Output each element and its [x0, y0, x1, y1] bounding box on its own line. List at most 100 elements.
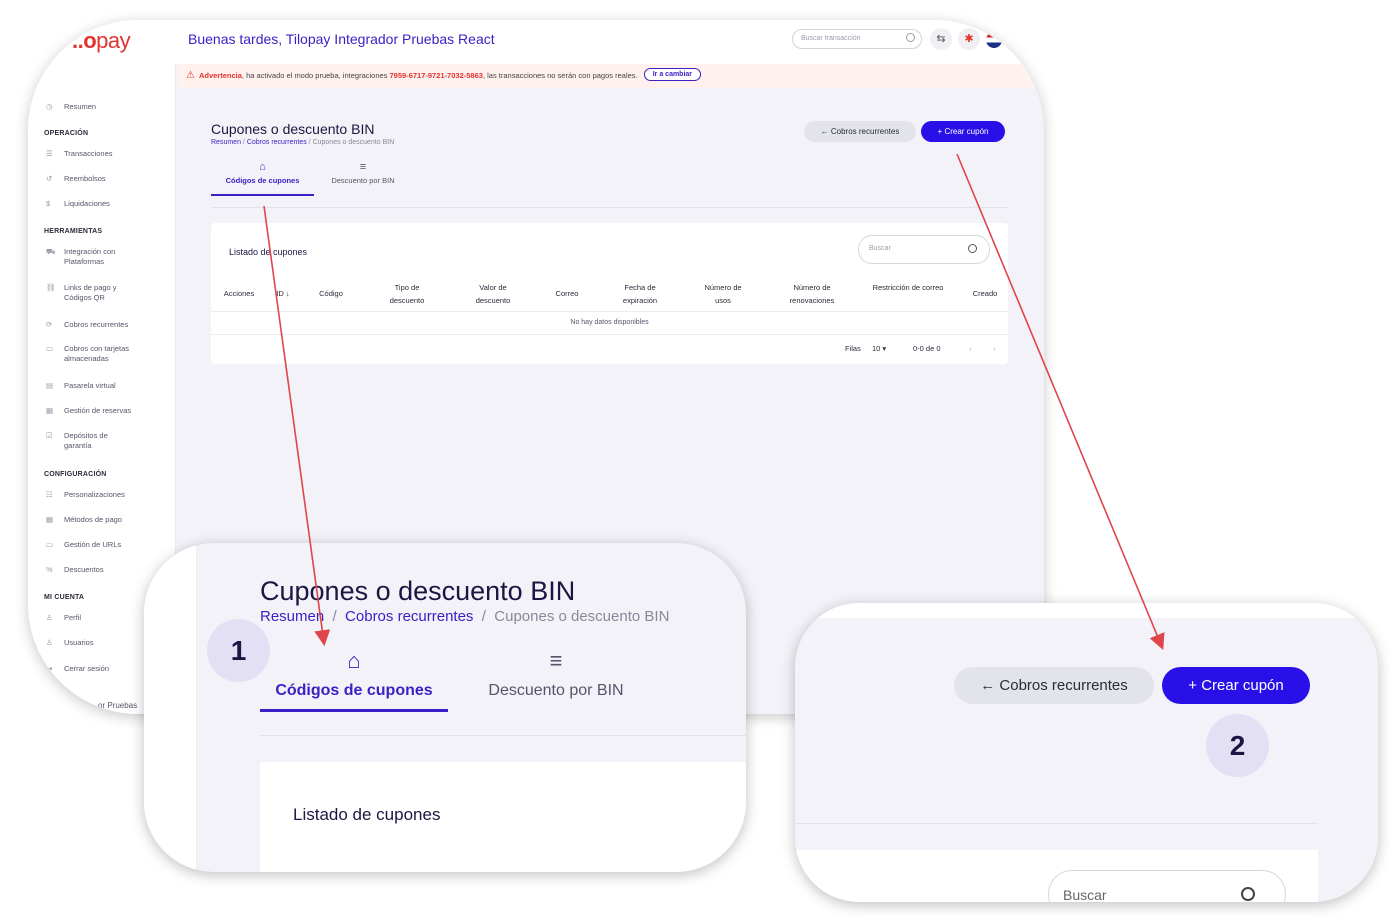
- zoom-page-title: Cupones o descuento BIN: [260, 576, 576, 606]
- col-valor: Valor de descuento: [475, 283, 511, 305]
- dollar-icon: $: [46, 199, 51, 208]
- users-icon: ♙: [46, 638, 53, 647]
- col-renovaciones: Número de renovaciones: [789, 283, 835, 305]
- coupon-search-input[interactable]: Buscar: [858, 235, 990, 264]
- tilopay-logo: ..opay: [72, 28, 131, 53]
- test-mode-warning: ⚠Advertencia, ha activado el modo prueba…: [178, 64, 1044, 88]
- zoom-search-input[interactable]: Buscar: [1048, 870, 1286, 902]
- sidebar-item-integracion[interactable]: ⛟Integración con Plataformas: [46, 247, 116, 266]
- card-icon: ▭: [46, 344, 54, 353]
- breadcrumb-current: Cupones o descuento BIN: [312, 139, 395, 146]
- zoom-breadcrumb: Resumen / Cobros recurrentes / Cupones o…: [260, 608, 670, 625]
- col-creado: Creado: [972, 289, 998, 298]
- col-codigo: Código: [319, 289, 343, 298]
- zoom-sidebar-strip: [144, 543, 197, 872]
- sidebar-item-reservas[interactable]: ▦Gestión de reservas: [46, 406, 132, 415]
- arrow-left-icon: ←: [980, 677, 1000, 694]
- sidebar-item-links[interactable]: ⛓Links de pago y Códigos QR: [46, 283, 117, 302]
- settings-icon[interactable]: ✱: [958, 28, 980, 50]
- step-badge-1: 1: [207, 619, 270, 682]
- sidebar-item-perfil[interactable]: ♙Perfil: [46, 613, 82, 622]
- zoom-callout-tabs: Cupones o descuento BIN Resumen / Cobros…: [144, 543, 746, 872]
- section-herramientas: HERRAMIENTAS: [44, 228, 103, 235]
- breadcrumb-resumen[interactable]: Resumen: [211, 139, 241, 146]
- sidebar-item-personalizaciones[interactable]: ☷Personalizaciones: [46, 490, 125, 499]
- sidebar-footer-text: or Pruebas: [98, 701, 138, 710]
- tab-bin-discount[interactable]: ≡Descuento por BIN: [318, 160, 408, 196]
- clock-icon: ◷: [46, 102, 53, 111]
- step-badge-2: 2: [1206, 714, 1269, 777]
- plus-icon: +: [1188, 677, 1202, 694]
- zoom-callout-buttons: ← Cobros recurrentes + Crear cupón Busca…: [795, 603, 1378, 902]
- repeat-icon: ⟳: [46, 320, 53, 329]
- check-square-icon: ☑: [46, 431, 53, 440]
- sidebar-item-reembolsos[interactable]: ↺Reembolsos: [46, 174, 106, 183]
- col-correo: Correo: [555, 289, 579, 298]
- rows-per-page-select[interactable]: 10 ▾: [872, 344, 887, 353]
- switch-icon[interactable]: ⇆: [930, 28, 952, 50]
- page-title: Cupones o descuento BIN: [211, 121, 375, 137]
- back-to-recurring-button[interactable]: ← Cobros recurrentes: [804, 121, 916, 142]
- refund-icon: ↺: [46, 174, 53, 183]
- sidebar-item-usuarios[interactable]: ♙Usuarios: [46, 638, 94, 647]
- sidebar-item-urls[interactable]: ▭Gestión de URLs: [46, 540, 122, 549]
- sidebar-item-tarjetas[interactable]: ▭Cobros con tarjetas almacenadas: [46, 344, 130, 363]
- list-icon: ☰: [46, 149, 53, 158]
- breadcrumb-cobros[interactable]: Cobros recurrentes: [246, 139, 307, 146]
- warning-icon: ⚠: [186, 70, 195, 81]
- breadcrumb: Resumen / Cobros recurrentes / Cupones o…: [211, 139, 395, 146]
- zoom-tab-coupon-codes[interactable]: ⌂Códigos de cupones: [260, 648, 448, 712]
- col-tipo: Tipo de descuento: [389, 283, 425, 305]
- percent-icon: %: [46, 565, 53, 574]
- col-id[interactable]: ID ↓: [276, 289, 290, 298]
- list-check-icon: ≡: [359, 161, 367, 173]
- tab-coupon-codes[interactable]: ⌂Códigos de cupones: [211, 160, 314, 196]
- create-coupon-button[interactable]: + Crear cupón: [921, 121, 1005, 142]
- zoom-coupon-card: Listado de cupones: [260, 762, 746, 872]
- empty-state: No hay datos disponibles: [570, 319, 649, 326]
- zoom-card-title: Listado de cupones: [293, 805, 441, 824]
- grid-icon: ▦: [46, 515, 54, 524]
- list-check-icon: ≡: [549, 648, 563, 673]
- sidebar-item-descuentos[interactable]: %Descuentos: [46, 565, 104, 574]
- sidebar-item-cobros-recurrentes[interactable]: ⟳Cobros recurrentes: [46, 320, 129, 329]
- sidebar-item-resumen[interactable]: ◷Resumen: [46, 102, 97, 111]
- sidebar-item-transacciones[interactable]: ☰Transacciones: [46, 149, 113, 158]
- section-configuracion: CONFIGURACIÓN: [44, 471, 107, 478]
- zoom-top-strip: [795, 603, 1378, 618]
- country-flag-icon[interactable]: [986, 32, 1002, 48]
- coupon-list-card: Listado de cupones Buscar Acciones ID ↓ …: [211, 223, 1008, 364]
- col-usos: Número de usos: [704, 283, 742, 305]
- logout-icon: ⇥: [46, 664, 53, 673]
- sidebar-item-pasarela[interactable]: ▤Pasarela virtual: [46, 381, 116, 390]
- plus-icon: +: [937, 127, 945, 136]
- search-icon: [968, 244, 977, 253]
- header-divider: [211, 311, 1008, 312]
- link-icon: ⛓: [46, 283, 56, 292]
- sidebar-item-depositos[interactable]: ☑Depósitos de garantía: [46, 431, 108, 450]
- row-divider: [211, 334, 1008, 335]
- prev-page-icon[interactable]: ‹: [969, 344, 972, 353]
- tabs-divider: [211, 207, 1008, 208]
- zoom-tab-bin-discount[interactable]: ≡Descuento por BIN: [456, 648, 656, 712]
- user-icon: ♙: [46, 613, 53, 622]
- rows-label: Filas: [845, 344, 861, 353]
- col-acciones: Acciones: [223, 289, 255, 298]
- window-icon: ▤: [46, 381, 54, 390]
- calendar-icon: ▦: [46, 406, 54, 415]
- zoom-create-coupon-button[interactable]: + Crear cupón: [1162, 667, 1310, 704]
- sidebar-item-liquidaciones[interactable]: $Liquidaciones: [46, 199, 110, 208]
- col-restriccion: Restricción de correo: [872, 283, 944, 292]
- search-icon: [1241, 887, 1255, 901]
- sidebar-item-metodos[interactable]: ▦Métodos de pago: [46, 515, 122, 524]
- top-bar: ..opay Buenas tardes, Tilopay Integrador…: [28, 20, 1044, 64]
- next-page-icon[interactable]: ›: [993, 344, 996, 353]
- transaction-search-input[interactable]: Buscar transacción: [792, 29, 922, 49]
- arrow-left-icon: ←: [820, 127, 831, 136]
- search-icon: [906, 33, 915, 42]
- cart-icon: ⛟: [46, 247, 56, 256]
- sidebar-item-cerrar-sesion[interactable]: ⇥Cerrar sesión: [46, 664, 110, 673]
- tag-icon: ⌂: [347, 648, 361, 673]
- zoom-back-button[interactable]: ← Cobros recurrentes: [954, 667, 1154, 704]
- change-mode-button[interactable]: Ir a cambiar: [643, 68, 702, 81]
